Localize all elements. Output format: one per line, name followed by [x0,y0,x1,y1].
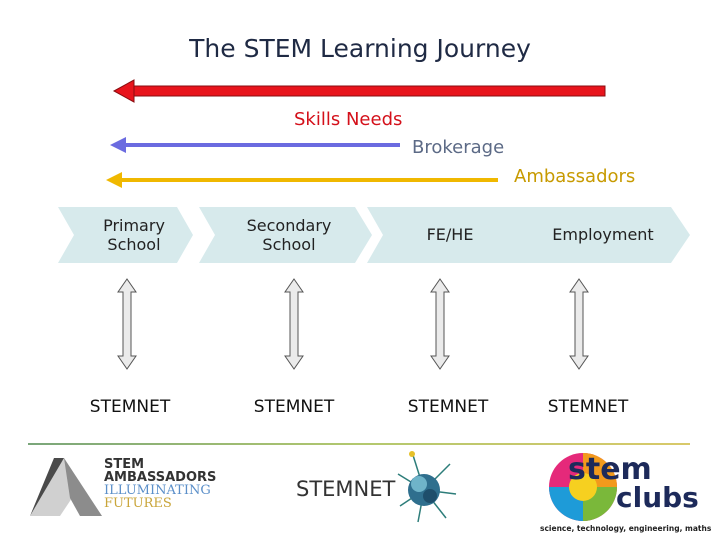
stage-shape-employment [515,207,690,263]
double-arrow-icon [430,278,450,370]
stage-shape-primary [58,207,193,263]
page-title: The STEM Learning Journey [189,34,531,63]
double-arrow-icon [569,278,589,370]
brokerage-label: Brokerage [412,137,505,158]
stage-shape-fehe [367,207,537,263]
footer-divider [28,443,690,445]
stem-clubs-logo-subtext: clubs [616,481,699,514]
stem-clubs-logo-text: stem [568,452,652,487]
double-arrow-icon [284,278,304,370]
brokerage-arrow [110,137,400,153]
stage-label-employment: Employment [552,225,654,245]
ambassadors-label: Ambassadors [514,166,636,187]
double-arrow-icon [117,278,137,370]
stem-clubs-logo-icon [549,453,617,521]
stemnet-logo-text: STEMNET [296,477,396,501]
stem-clubs-tagline: science, technology, engineering, maths [540,524,712,533]
skills-needs-arrow [112,79,606,103]
ambassadors-arrow [106,172,498,188]
link-arrows [117,278,589,370]
stage-shape-secondary [199,207,372,263]
stage-label-fehe: FE/HE [426,225,474,245]
partner-label: STEMNET [89,397,171,417]
stem-ambassadors-logo: STEM AMBASSADORS ILLUMINATING FUTURES [104,457,217,511]
partner-label: STEMNET [547,397,629,417]
stage-chevrons [58,207,690,263]
ambassadors-logo-icon [30,458,102,516]
partner-label: STEMNET [407,397,489,417]
partner-label: STEMNET [253,397,335,417]
direction-arrows [106,79,606,188]
stemnet-burst-icon [397,451,457,523]
skills-needs-label: Skills Needs [294,109,403,130]
